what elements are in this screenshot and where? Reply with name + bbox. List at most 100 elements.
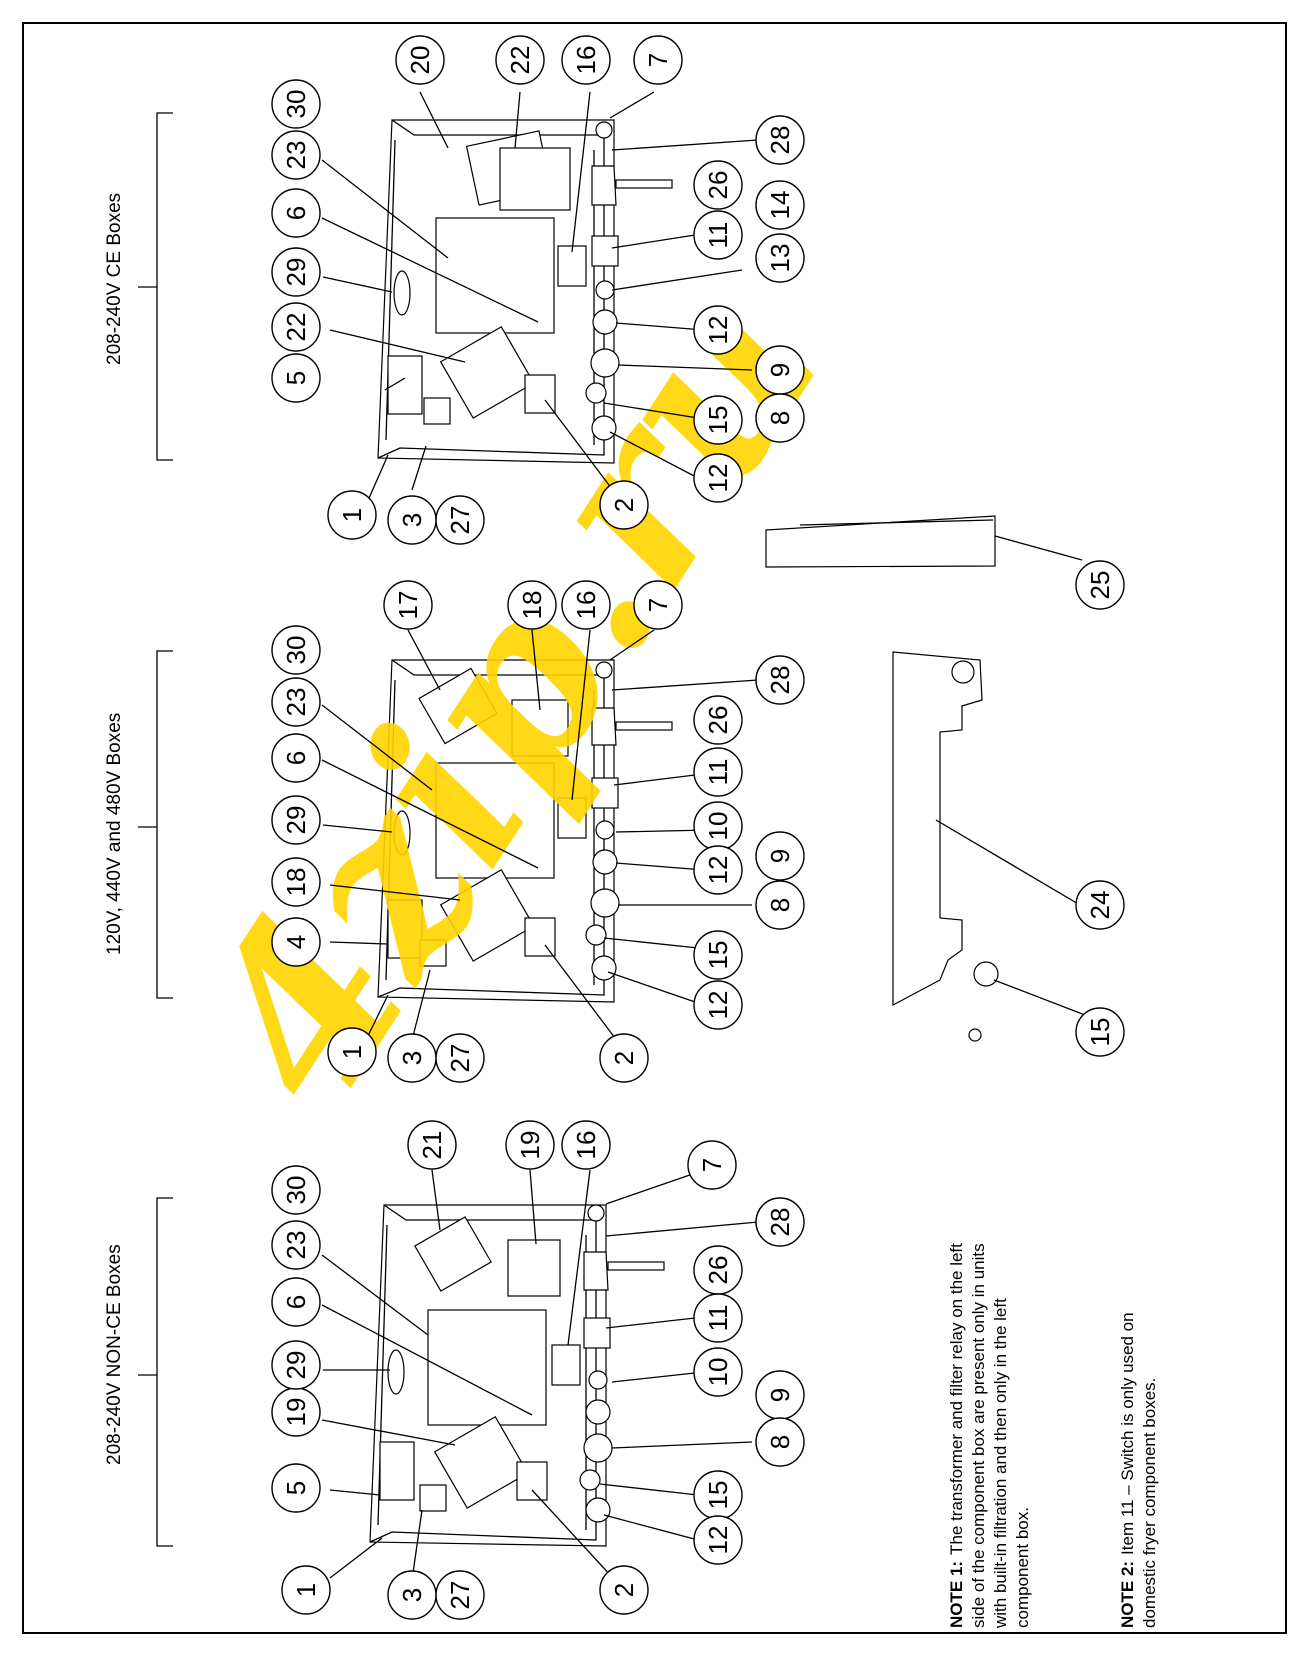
component-box-ce — [377, 119, 673, 464]
callout-ce-16: 16 — [561, 35, 611, 85]
svg-text:12: 12 — [703, 1526, 733, 1555]
svg-text:10: 10 — [703, 812, 733, 841]
svg-text:15: 15 — [1085, 1018, 1115, 1047]
callout-nonce-12: 12 — [693, 1515, 743, 1565]
callout-ce-1: 1 — [327, 490, 377, 540]
callout-nonce-19b: 19 — [505, 1120, 555, 1170]
svg-text:1: 1 — [291, 1583, 321, 1597]
svg-text:7: 7 — [643, 598, 673, 612]
svg-text:6: 6 — [281, 206, 311, 220]
note-2: NOTE 2:Item 11 – Switch is only used on … — [1118, 1312, 1159, 1628]
bracket-part-25 — [765, 515, 996, 568]
svg-text:23: 23 — [281, 688, 311, 717]
svg-text:22: 22 — [281, 313, 311, 342]
svg-text:3: 3 — [397, 1051, 427, 1065]
svg-text:26: 26 — [703, 706, 733, 735]
svg-text:28: 28 — [765, 126, 795, 155]
svg-text:5: 5 — [281, 1481, 311, 1495]
callout-mid-11: 11 — [693, 747, 743, 797]
svg-text:12: 12 — [703, 991, 733, 1020]
svg-text:16: 16 — [571, 46, 601, 75]
callout-mid-18b: 18 — [507, 580, 557, 630]
group-bracket-mid — [138, 650, 173, 999]
callout-mid-8: 8 — [755, 880, 805, 930]
svg-text:12: 12 — [703, 856, 733, 885]
svg-text:7: 7 — [643, 53, 673, 67]
svg-text:1: 1 — [337, 508, 367, 522]
svg-text:2: 2 — [609, 1051, 639, 1065]
callout-ce-12a: 12 — [693, 305, 743, 355]
callout-ce-9: 9 — [755, 345, 805, 395]
callout-ce-22b: 22 — [495, 35, 545, 85]
svg-text:3: 3 — [397, 513, 427, 527]
svg-text:16: 16 — [571, 591, 601, 620]
callout-ce-14: 14 — [755, 180, 805, 230]
svg-text:18: 18 — [281, 868, 311, 897]
svg-text:30: 30 — [281, 1176, 311, 1205]
callout-mid-2: 2 — [599, 1033, 649, 1083]
callout-bracket-15: 15 — [1075, 1007, 1125, 1057]
callout-ce-2: 2 — [599, 480, 649, 530]
callout-nonce-16: 16 — [561, 1120, 611, 1170]
callout-mid-9: 9 — [755, 831, 805, 881]
group-bracket-nonce — [138, 1197, 173, 1547]
group-title-ce: 208-240V CE Boxes — [104, 193, 125, 365]
callout-mid-10: 10 — [693, 801, 743, 851]
svg-text:14: 14 — [765, 191, 795, 220]
callout-ce-30: 30 — [271, 79, 321, 129]
svg-text:23: 23 — [281, 1231, 311, 1260]
callout-mid-30: 30 — [271, 625, 321, 675]
svg-text:11: 11 — [703, 759, 733, 786]
note1-label: NOTE 1: — [947, 1561, 966, 1628]
component-box-nonce — [369, 1204, 665, 1547]
svg-text:19: 19 — [515, 1131, 545, 1160]
callout-mid-12b: 12 — [693, 980, 743, 1030]
svg-text:27: 27 — [445, 1581, 475, 1610]
drawing-frame — [22, 22, 1287, 1634]
callout-ce-20: 20 — [395, 35, 445, 85]
note-1: NOTE 1: The transformer and filter relay … — [947, 1243, 1032, 1629]
svg-text:8: 8 — [765, 1435, 795, 1449]
callout-mid-29: 29 — [271, 795, 321, 845]
svg-text:27: 27 — [445, 506, 475, 535]
callout-nonce-1: 1 — [281, 1565, 331, 1615]
svg-text:5: 5 — [281, 371, 311, 385]
callout-mid-16: 16 — [561, 580, 611, 630]
callout-mid-15: 15 — [693, 930, 743, 980]
bracket-part-24 — [892, 651, 999, 1042]
callout-ce-12b: 12 — [693, 453, 743, 503]
leaders-nonce — [321, 1167, 759, 1591]
note2-line1: Item 11 – Switch is only used on — [1118, 1312, 1137, 1555]
leaders-brackets — [935, 535, 1099, 1021]
callout-nonce-11: 11 — [693, 1293, 743, 1343]
svg-text:18: 18 — [517, 591, 547, 620]
svg-text:30: 30 — [281, 90, 311, 119]
callout-ce-8: 8 — [755, 393, 805, 443]
svg-text:15: 15 — [703, 406, 733, 435]
svg-text:6: 6 — [281, 1295, 311, 1309]
callout-mid-28: 28 — [755, 655, 805, 705]
svg-text:30: 30 — [281, 636, 311, 665]
callout-nonce-9: 9 — [755, 1370, 805, 1420]
svg-text:15: 15 — [703, 941, 733, 970]
note1-line4: component box. — [1013, 1507, 1032, 1628]
note1-line2: side of the component box are present on… — [969, 1243, 988, 1628]
callout-ce-26: 26 — [693, 160, 743, 210]
callout-mid-7: 7 — [633, 580, 683, 630]
callout-mid-6: 6 — [271, 733, 321, 783]
svg-text:7: 7 — [697, 1158, 727, 1172]
svg-text:29: 29 — [281, 1351, 311, 1380]
svg-text:3: 3 — [397, 1588, 427, 1602]
callout-nonce-21: 21 — [407, 1120, 457, 1170]
callout-ce-6: 6 — [271, 188, 321, 238]
svg-text:29: 29 — [281, 258, 311, 287]
callout-mid-27: 27 — [435, 1033, 485, 1083]
note1-line1: The transformer and filter relay on the … — [947, 1243, 966, 1555]
component-box-mid — [377, 659, 673, 1003]
callout-ce-23: 23 — [271, 130, 321, 180]
callout-mid-1: 1 — [327, 1027, 377, 1077]
note1-line3: with built-in filtration and then only i… — [991, 1298, 1010, 1629]
svg-text:12: 12 — [703, 464, 733, 493]
group-bracket-ce — [138, 112, 173, 461]
svg-text:1: 1 — [337, 1045, 367, 1059]
